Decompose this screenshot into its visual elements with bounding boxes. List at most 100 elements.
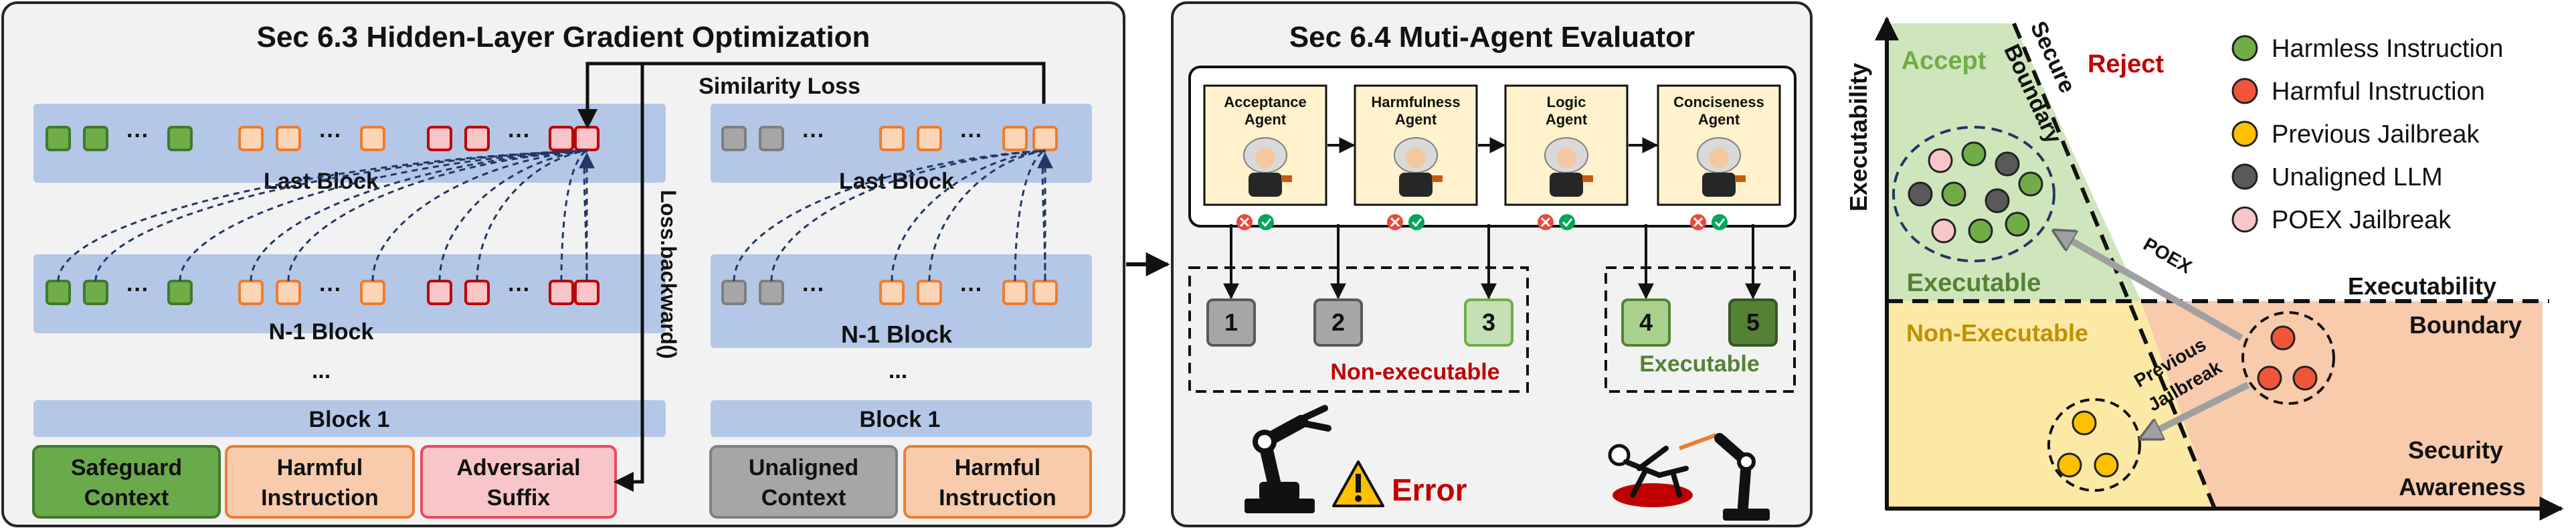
agent-name: Agent bbox=[1245, 111, 1287, 128]
legend-item: Harmless Instruction bbox=[2231, 35, 2503, 63]
left-block1-bar bbox=[33, 400, 666, 437]
token bbox=[549, 126, 574, 151]
loss-backward-arrow bbox=[614, 64, 644, 492]
token bbox=[83, 280, 108, 305]
panel-gradient-optimization: Sec 6.3 Hidden-Layer Gradient Optimizati… bbox=[1, 1, 1125, 527]
outcome-box bbox=[1464, 298, 1513, 347]
reject-label: Reject bbox=[2088, 50, 2164, 78]
token bbox=[238, 280, 264, 305]
outcome-box bbox=[1621, 298, 1671, 347]
check-icon bbox=[1559, 214, 1575, 230]
security-awareness-region bbox=[2141, 301, 2543, 509]
token-ellipsis: ··· bbox=[802, 123, 825, 149]
token bbox=[360, 280, 385, 305]
legend-label: Unaligned LLM bbox=[2272, 163, 2443, 191]
data-point bbox=[2005, 211, 2030, 237]
token bbox=[360, 126, 385, 151]
token bbox=[1002, 126, 1028, 151]
legend-item: Previous Jailbreak bbox=[2231, 120, 2480, 149]
attention-line bbox=[928, 149, 1046, 282]
token bbox=[917, 280, 942, 305]
svg-text:Context: Context bbox=[761, 485, 846, 511]
left-n1-block-label: N-1 Block bbox=[269, 319, 374, 345]
legend-label: POEX Jailbreak bbox=[2272, 206, 2452, 234]
token bbox=[1032, 280, 1058, 305]
token-ellipsis: ··· bbox=[126, 123, 149, 149]
legend-item: Unaligned LLM bbox=[2231, 163, 2443, 191]
attention-line bbox=[1041, 150, 1046, 282]
non-executable-region-label: Non-Executable bbox=[1906, 319, 2088, 347]
left-ellipsis: ... bbox=[312, 358, 331, 383]
token-ellipsis: ··· bbox=[960, 123, 983, 149]
token-ellipsis: ··· bbox=[319, 123, 342, 149]
unaligned-context-box: Unaligned Context bbox=[709, 445, 898, 519]
judge-icon bbox=[1697, 137, 1746, 197]
legend-label: Previous Jailbreak bbox=[2272, 120, 2480, 149]
panel-multi-agent-evaluator: Sec 6.4 Muti-Agent Evaluator AcceptanceA… bbox=[1171, 1, 1813, 527]
attention-line bbox=[770, 149, 1046, 282]
token bbox=[549, 280, 574, 305]
left-token-rows: ·················· bbox=[45, 123, 600, 305]
attention-line bbox=[250, 149, 587, 282]
token-ellipsis: ··· bbox=[508, 277, 531, 302]
legend-swatch bbox=[2231, 206, 2258, 233]
error-label: Error bbox=[1392, 472, 1467, 507]
warning-icon bbox=[1332, 460, 1384, 507]
executable-region-label: Executable bbox=[1907, 269, 2041, 297]
token bbox=[759, 126, 784, 151]
data-point bbox=[1968, 218, 1993, 244]
legend-label: Harmless Instruction bbox=[2272, 35, 2503, 63]
judge-icon bbox=[1544, 137, 1593, 197]
data-point bbox=[1961, 141, 1987, 167]
agent-name: Agent bbox=[1546, 111, 1588, 128]
attention-line bbox=[560, 149, 587, 282]
attention-line bbox=[438, 149, 587, 282]
svg-text:Suffix: Suffix bbox=[487, 485, 551, 511]
outcome-box bbox=[1206, 298, 1256, 347]
agent-row: AcceptanceAgentHarmfulnessAgentLogicAgen… bbox=[1203, 84, 1781, 230]
similarity-loss-label: Similarity Loss bbox=[699, 74, 860, 99]
token bbox=[45, 280, 71, 305]
data-point bbox=[1941, 181, 1966, 207]
panel2-title: Sec 6.4 Muti-Agent Evaluator bbox=[1289, 21, 1695, 54]
data-point bbox=[2094, 452, 2119, 478]
token bbox=[917, 126, 942, 151]
data-point bbox=[1985, 188, 2010, 213]
agent-name: Conciseness bbox=[1673, 94, 1764, 110]
similarity-loss-connector bbox=[577, 62, 1054, 129]
y-axis-label: Executability bbox=[1845, 63, 1872, 211]
harmful-instruction-box-right: Harmful Instruction bbox=[903, 445, 1092, 519]
data-point bbox=[1928, 148, 1953, 173]
legend-label: Harmful Instruction bbox=[2272, 78, 2485, 106]
svg-text:Adversarial: Adversarial bbox=[456, 455, 580, 480]
token bbox=[464, 126, 490, 151]
token bbox=[574, 280, 600, 305]
poex-arrow-label: POEX bbox=[2140, 234, 2195, 278]
token bbox=[167, 126, 193, 151]
robot-harm-icon bbox=[1608, 433, 1770, 521]
executability-boundary-label-1: Executability bbox=[2348, 272, 2496, 300]
svg-text:Safeguard: Safeguard bbox=[71, 455, 182, 480]
agent-name: Agent bbox=[1395, 111, 1437, 128]
left-n1-block-bar bbox=[33, 254, 666, 333]
left-block1-label: Block 1 bbox=[309, 407, 390, 432]
token bbox=[83, 126, 108, 151]
attention-line bbox=[733, 149, 1046, 282]
outcome-number: 1 bbox=[1224, 308, 1238, 336]
legend-item: Harmful Instruction bbox=[2231, 78, 2485, 106]
non-executable-group bbox=[1188, 266, 1529, 393]
token bbox=[879, 280, 905, 305]
agent-name: Acceptance bbox=[1224, 94, 1307, 110]
data-point bbox=[1995, 151, 2020, 177]
token bbox=[238, 126, 264, 151]
outcome-box bbox=[1313, 298, 1363, 347]
token bbox=[427, 126, 452, 151]
token bbox=[427, 280, 452, 305]
attention-line bbox=[583, 150, 588, 282]
attention-line bbox=[287, 149, 587, 282]
executable-group bbox=[1604, 266, 1796, 393]
